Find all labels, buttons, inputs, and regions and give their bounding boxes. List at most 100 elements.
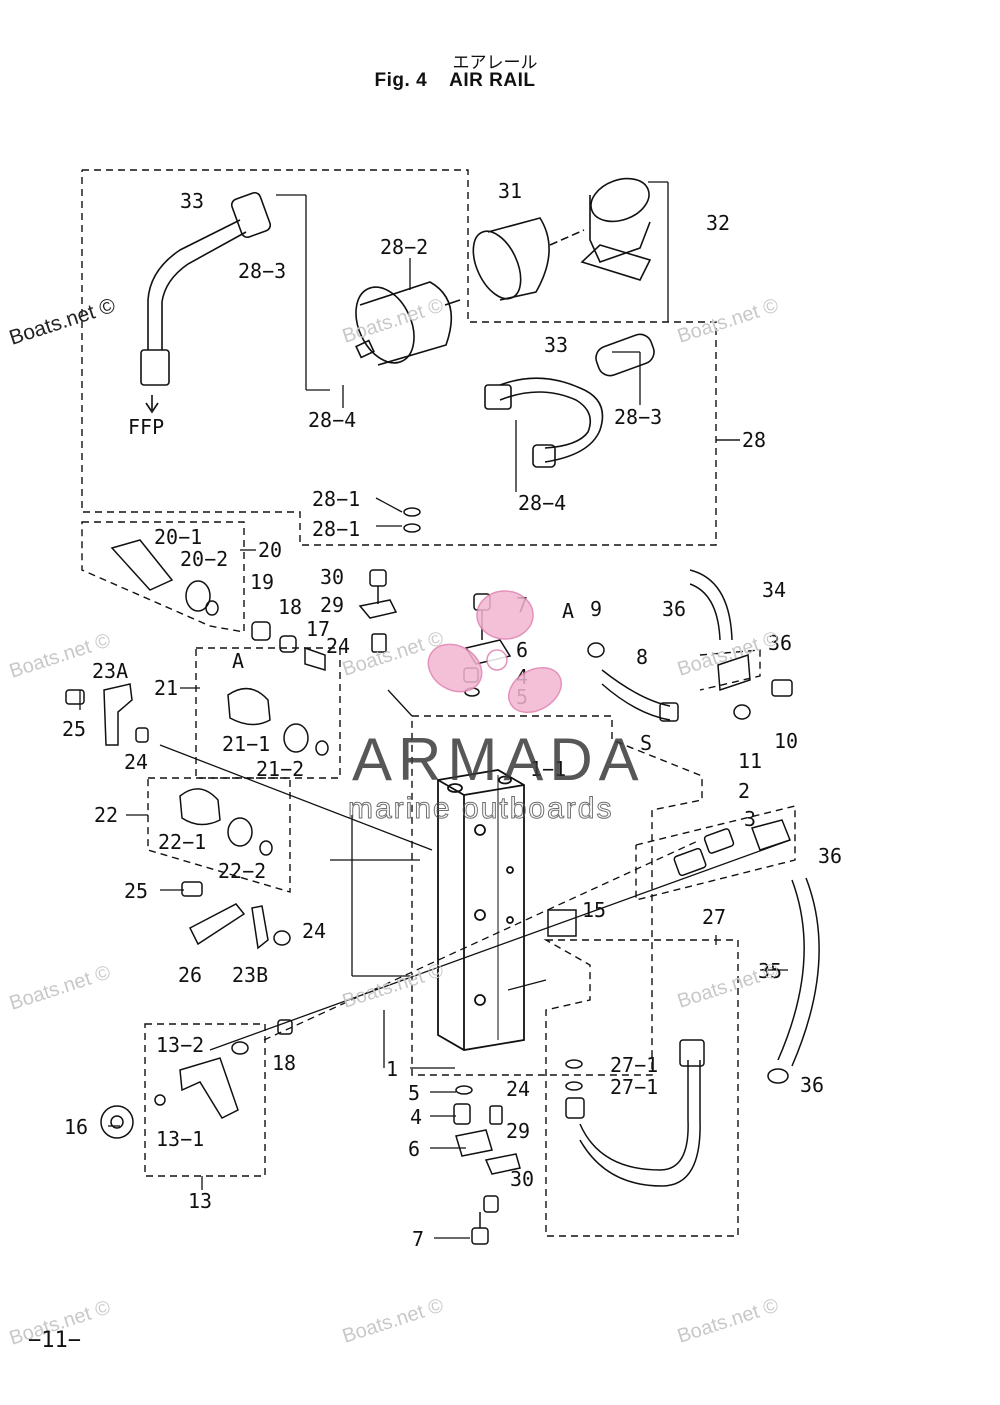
- label-10: 10: [774, 729, 798, 753]
- figure-name: AIR RAIL: [449, 70, 536, 91]
- label-36-top: 36: [662, 597, 686, 621]
- label-28-2: 28−2: [380, 235, 428, 259]
- watermarks: Boats.net © Boats.net © Boats.net © Boat…: [6, 294, 781, 1350]
- label-11: 11: [738, 749, 762, 773]
- label-24-mid: 24: [302, 919, 326, 943]
- label-24-top: 24: [326, 634, 350, 658]
- watermark-right-bottom: Boats.net ©: [675, 1294, 782, 1347]
- label-35: 35: [758, 959, 782, 983]
- label-20-1: 20−1: [154, 525, 202, 549]
- page-number: −11−: [28, 1328, 81, 1353]
- label-28-4-right: 28−4: [518, 491, 566, 515]
- watermark-right-top: Boats.net ©: [675, 294, 782, 347]
- label-20-2: 20−2: [180, 547, 228, 571]
- label-33-top: 33: [180, 189, 204, 213]
- o-ring-28-1b: [403, 523, 421, 533]
- label-arrow-a-right: A: [562, 599, 574, 623]
- outline-group-21: [195, 647, 341, 779]
- watermark-left-top: Boats.net ©: [6, 294, 118, 350]
- label-32: 32: [706, 211, 730, 235]
- label-29-top: 29: [320, 593, 344, 617]
- watermark-center-top: Boats.net ©: [340, 294, 447, 347]
- label-20: 20: [258, 538, 282, 562]
- label-1-1: 1−1: [530, 757, 566, 781]
- outline-group-28-top: [81, 169, 717, 546]
- outline-group-3: [635, 805, 796, 901]
- group-outlines: [81, 169, 796, 1237]
- label-6-top: 6: [516, 638, 528, 662]
- label-arrow-a-left: A: [232, 649, 244, 673]
- label-36-mid: 36: [768, 631, 792, 655]
- label-4-bottom: 4: [410, 1105, 422, 1129]
- label-22-2: 22−2: [218, 859, 266, 883]
- label-27: 27: [702, 905, 726, 929]
- label-5-bottom: 5: [408, 1081, 420, 1105]
- label-ffp: FFP: [128, 415, 164, 439]
- label-28-1-upper: 28−1: [312, 487, 360, 511]
- label-21: 21: [154, 676, 178, 700]
- label-30-bottom: 30: [510, 1167, 534, 1191]
- label-s: S: [640, 731, 652, 755]
- label-18-top: 18: [278, 595, 302, 619]
- label-25-mid: 25: [124, 879, 148, 903]
- o-ring-28-1a: [403, 507, 421, 517]
- label-28-4-left: 28−4: [308, 408, 356, 432]
- label-31: 31: [498, 179, 522, 203]
- label-21-2: 21−2: [256, 757, 304, 781]
- label-19: 19: [250, 570, 274, 594]
- label-36-bottom: 36: [800, 1073, 824, 1097]
- band-31: [472, 217, 550, 301]
- label-25-top: 25: [62, 717, 86, 741]
- label-7-bottom: 7: [412, 1227, 424, 1251]
- label-29-bottom: 29: [506, 1119, 530, 1143]
- label-36-right: 36: [818, 844, 842, 868]
- air-rail-body: [437, 769, 525, 1051]
- fuel-filter-part: [355, 281, 461, 366]
- outline-group-20: [81, 521, 245, 633]
- label-24-left: 24: [124, 750, 148, 774]
- label-15: 15: [582, 898, 606, 922]
- label-26: 26: [178, 963, 202, 987]
- leader-lines: [79, 181, 791, 1239]
- armada-logo: ARMADA marine outboards: [348, 590, 645, 826]
- label-21-1: 21−1: [222, 732, 270, 756]
- watermark-right-mid: Boats.net ©: [675, 627, 782, 680]
- label-28: 28: [742, 428, 766, 452]
- fuel-hose-ffp: [140, 191, 272, 414]
- label-9: 9: [590, 597, 602, 621]
- armada-brand-text: ARMADA: [352, 726, 645, 793]
- label-23b: 23B: [232, 963, 268, 987]
- label-6-bottom: 6: [408, 1137, 420, 1161]
- label-27-1-lower: 27−1: [610, 1075, 658, 1099]
- label-13: 13: [188, 1189, 212, 1213]
- label-2: 2: [738, 779, 750, 803]
- watermark-center-bottom: Boats.net ©: [340, 1294, 447, 1347]
- label-33-right: 33: [544, 333, 568, 357]
- label-3: 3: [744, 807, 756, 831]
- watermark-left-low: Boats.net ©: [7, 961, 114, 1014]
- propeller-icon: [427, 590, 562, 714]
- label-13-2: 13−2: [156, 1033, 204, 1057]
- label-16: 16: [64, 1115, 88, 1139]
- label-28-3-right: 28−3: [614, 405, 662, 429]
- label-34: 34: [762, 578, 786, 602]
- label-22: 22: [94, 803, 118, 827]
- label-18-bottom: 18: [272, 1051, 296, 1075]
- label-22-1: 22−1: [158, 830, 206, 854]
- armada-brand-subtitle: marine outboards: [348, 792, 613, 825]
- outline-group-22: [147, 777, 291, 893]
- label-1: 1: [386, 1057, 398, 1081]
- bracket-32: [549, 177, 652, 281]
- label-17: 17: [306, 617, 330, 641]
- label-8: 8: [636, 645, 648, 669]
- label-23a: 23A: [92, 659, 128, 683]
- outline-rail-assembly: [411, 715, 703, 1076]
- label-30-top: 30: [320, 565, 344, 589]
- part-labels: 33 28−3 28−2 31 32 33 FFP 28−4 28−3 28 2…: [62, 179, 842, 1251]
- label-24-bottom: 24: [506, 1077, 530, 1101]
- label-28-1-lower: 28−1: [312, 517, 360, 541]
- small-fittings: [65, 507, 820, 1245]
- outline-group-27: [543, 939, 739, 1237]
